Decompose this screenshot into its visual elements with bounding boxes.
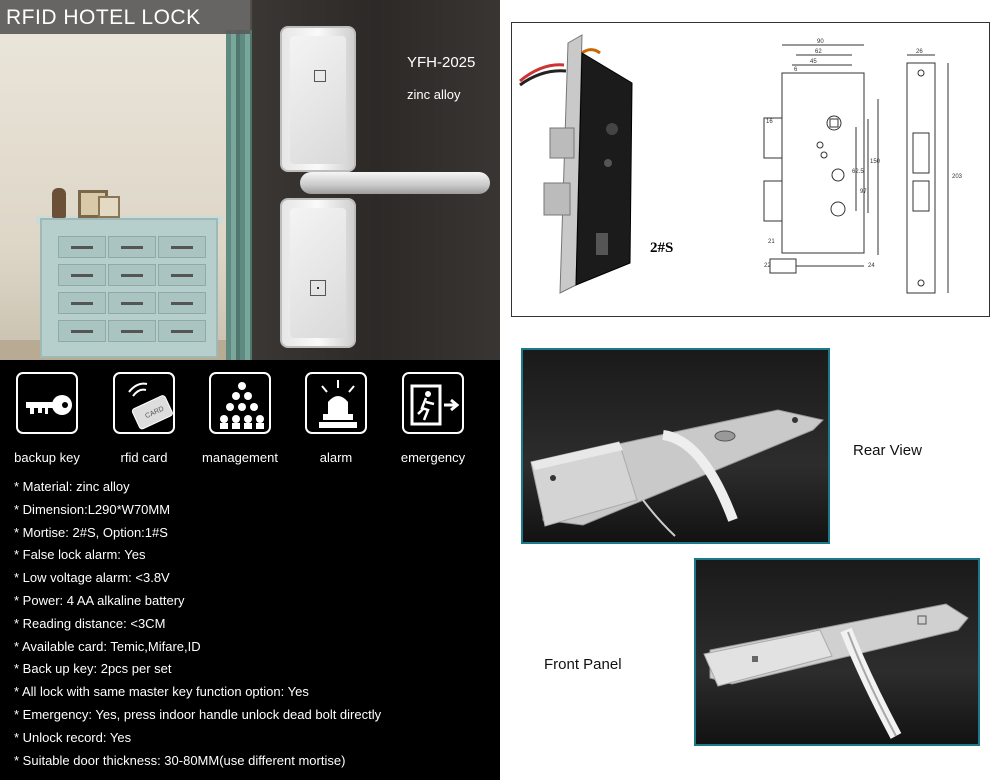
dresser-drawer xyxy=(108,320,156,342)
svg-text:22: 22 xyxy=(764,263,771,269)
model-number: YFH-2025 xyxy=(407,54,476,71)
svg-text:62.5: 62.5 xyxy=(852,169,864,175)
spec-item: * All lock with same master key function… xyxy=(14,684,309,700)
feature-rfid-card: CARD rfid card xyxy=(104,372,184,465)
title-bar: RFID HOTEL LOCK xyxy=(0,0,250,34)
feature-label: alarm xyxy=(319,450,353,465)
dresser-drawer xyxy=(108,292,156,314)
svg-text:150: 150 xyxy=(870,159,881,165)
product-photo xyxy=(0,0,500,360)
feature-label: backup key xyxy=(14,450,80,465)
svg-text:6: 6 xyxy=(794,67,798,73)
dresser-drawer xyxy=(58,264,106,286)
dresser-drawer xyxy=(108,264,156,286)
spec-item: * Suitable door thickness: 30-80MM(use d… xyxy=(14,752,346,768)
svg-text:24: 24 xyxy=(868,263,875,269)
spec-item: * Dimension:L290*W70MM xyxy=(14,501,171,517)
spec-item: * Mortise: 2#S, Option:1#S xyxy=(14,524,168,540)
spec-item: * Material: zinc alloy xyxy=(14,479,130,494)
svg-text:26: 26 xyxy=(916,49,923,55)
feature-label: management xyxy=(202,450,278,465)
emergency-exit-icon xyxy=(402,372,464,434)
mortise-label: 2#S xyxy=(650,240,674,256)
page-title: RFID HOTEL LOCK xyxy=(6,6,201,29)
dresser-drawer xyxy=(58,292,106,314)
dresser-drawer xyxy=(58,320,106,342)
spec-item: * Back up key: 2pcs per set xyxy=(14,661,172,677)
feature-management: management xyxy=(200,372,280,465)
spec-item: * False lock alarm: Yes xyxy=(14,547,146,563)
svg-text:45: 45 xyxy=(810,59,817,65)
rear-view-photo xyxy=(521,348,830,544)
dresser-drawer xyxy=(108,236,156,258)
material-tag: zinc alloy xyxy=(407,87,461,102)
feature-label: rfid card xyxy=(120,450,168,465)
svg-text:203: 203 xyxy=(952,174,963,180)
alarm-icon xyxy=(305,372,367,434)
rear-view-label: Rear View xyxy=(853,442,922,459)
mortise-diagram: 90 62 45 6 16 62.5 150 97 21 22 24 26 20… xyxy=(511,22,990,317)
management-icon xyxy=(209,372,271,434)
lock-top-panel xyxy=(290,36,346,164)
dresser-drawer xyxy=(158,292,206,314)
feature-emergency: emergency xyxy=(393,372,473,465)
rfid-card-icon: CARD xyxy=(113,372,175,434)
spec-item: * Emergency: Yes, press indoor handle un… xyxy=(14,706,382,722)
svg-text:62: 62 xyxy=(815,49,822,55)
dresser-drawer xyxy=(158,320,206,342)
feature-backup-key: backup key xyxy=(7,372,87,465)
lock-bottom-panel xyxy=(290,208,346,338)
cat-figurine xyxy=(52,188,66,218)
picture-frame xyxy=(98,196,120,218)
spec-item: * Unlock record: Yes xyxy=(14,729,132,745)
spec-item: * Power: 4 AA alkaline battery xyxy=(14,592,185,608)
left-panel: RFID HOTEL LOCK YFH-2025 zinc alloy back… xyxy=(0,0,500,780)
mortise-drawing: 90 62 45 6 16 62.5 150 97 21 22 24 26 20… xyxy=(519,34,963,294)
svg-text:97: 97 xyxy=(860,189,867,195)
curtain xyxy=(226,30,252,360)
card-sensor-icon xyxy=(310,280,326,296)
svg-text:90: 90 xyxy=(817,39,824,45)
feature-label: emergency xyxy=(400,450,466,465)
spec-item: * Low voltage alarm: <3.8V xyxy=(14,570,170,586)
front-panel-label: Front Panel xyxy=(544,656,622,673)
lock-handle xyxy=(300,172,490,194)
spec-item: * Reading distance: <3CM xyxy=(14,615,166,631)
feature-alarm: alarm xyxy=(296,372,376,465)
spec-item: * Available card: Temic,Mifare,ID xyxy=(14,638,201,654)
front-panel-photo xyxy=(694,558,980,746)
dresser-drawer xyxy=(158,236,206,258)
spec-list: * Material: zinc alloy * Dimension:L290*… xyxy=(14,476,494,772)
svg-text:16: 16 xyxy=(766,119,773,125)
dresser-drawer xyxy=(58,236,106,258)
svg-text:21: 21 xyxy=(768,239,775,245)
lock-logo-icon xyxy=(314,70,326,82)
dresser-drawer xyxy=(158,264,206,286)
key-icon xyxy=(16,372,78,434)
